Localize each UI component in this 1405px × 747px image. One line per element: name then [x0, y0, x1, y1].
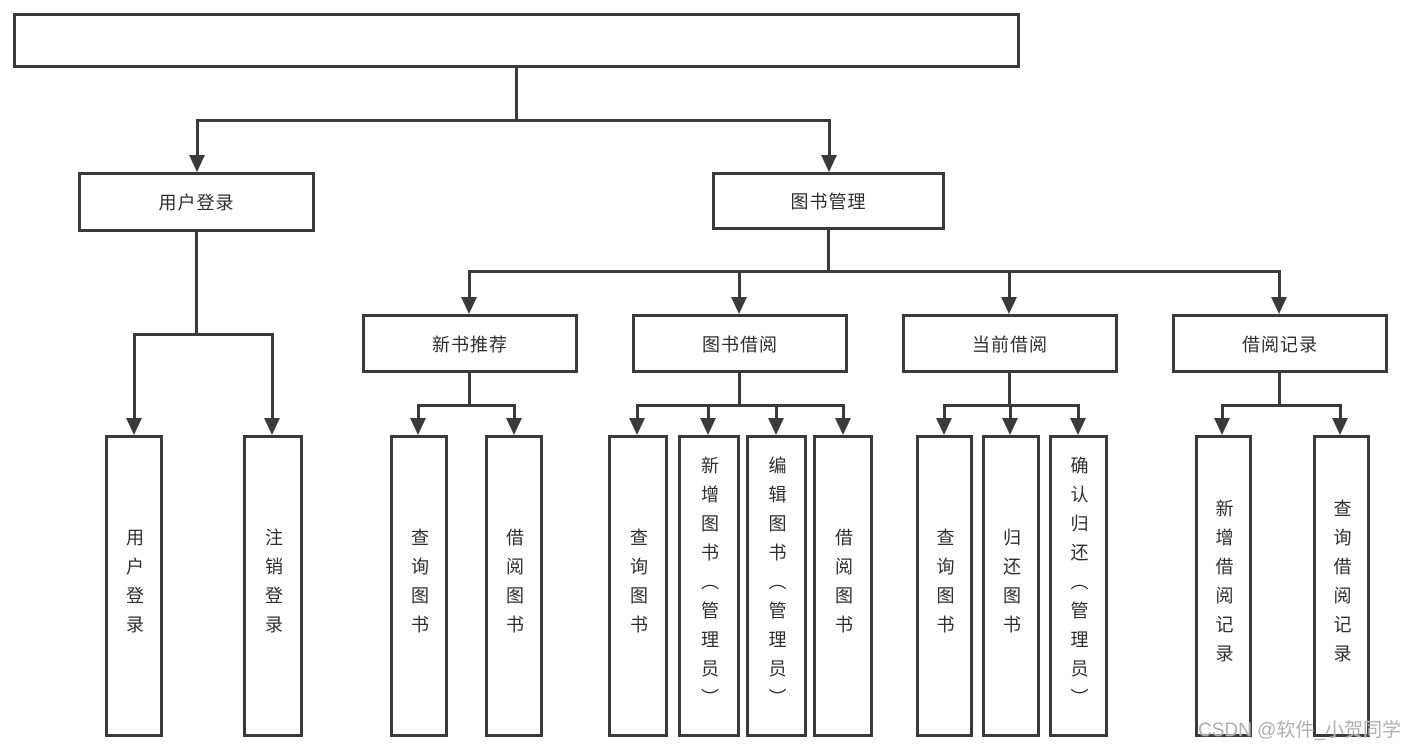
connector-line [775, 404, 778, 419]
connector-line [195, 232, 198, 336]
leaf-user-login: 用户登录 [105, 435, 163, 737]
arrow-down-icon [1214, 418, 1230, 435]
arrow-down-icon [731, 297, 747, 314]
connector-line [133, 333, 136, 419]
node-label: 注销登录 [263, 528, 283, 644]
connector-line [1221, 404, 1224, 419]
connector-line [417, 404, 420, 419]
leaf-query-books-2: 查询图书 [608, 435, 668, 737]
node-borrowing-records: 借阅记录 [1172, 314, 1388, 373]
leaf-add-books-admin: 新增图书（管理员） [678, 435, 740, 737]
connector-line [1339, 404, 1342, 419]
leaf-query-books-3: 查询图书 [916, 435, 973, 737]
connector-line [636, 404, 845, 407]
leaf-borrow-books-1: 借阅图书 [485, 435, 543, 737]
connector-line [271, 333, 274, 419]
arrow-down-icon [768, 418, 784, 435]
leaf-query-books-1: 查询图书 [390, 435, 448, 737]
node-label: 查询借阅记录 [1331, 499, 1352, 673]
node-label: 图书借阅 [702, 334, 778, 355]
node-label: 用户登录 [158, 193, 235, 213]
arrow-down-icon [821, 155, 837, 172]
node-new-book-recommendation: 新书推荐 [362, 314, 578, 373]
connector-line [196, 119, 831, 122]
node-label: 查询图书 [934, 528, 955, 644]
node-label: 确认归还（管理员） [1068, 455, 1089, 717]
connector-line [828, 119, 831, 156]
connector-line [468, 270, 471, 298]
node-user-login-branch: 用户登录 [78, 172, 315, 232]
node-label: 查询图书 [409, 528, 429, 644]
connector-line [133, 333, 274, 336]
connector-line [1009, 404, 1012, 419]
arrow-down-icon [189, 155, 205, 172]
arrow-down-icon [1001, 297, 1017, 314]
connector-line [1221, 404, 1341, 407]
arrow-down-icon [461, 297, 477, 314]
node-book-management-branch: 图书管理 [712, 172, 945, 230]
connector-line [468, 373, 471, 407]
csdn-watermark: CSDN @软件_小贺同学 [1198, 720, 1401, 741]
node-current-borrowing: 当前借阅 [902, 314, 1118, 373]
node-label: 新书推荐 [432, 334, 508, 355]
connector-line [1008, 270, 1011, 298]
arrow-down-icon [1002, 418, 1018, 435]
arrow-down-icon [629, 418, 645, 435]
arrow-down-icon [1271, 297, 1287, 314]
node-label: 借阅图书 [504, 528, 524, 644]
leaf-edit-books-admin: 编辑图书（管理员） [746, 435, 807, 737]
connector-line [707, 404, 710, 419]
connector-line [196, 119, 199, 156]
connector-line [1008, 373, 1011, 407]
connector-line [1077, 404, 1080, 419]
connector-line [636, 404, 639, 419]
connector-line [738, 373, 741, 407]
arrow-down-icon [700, 418, 716, 435]
node-label: 查询图书 [628, 528, 648, 644]
node-label: 归还图书 [1001, 528, 1021, 644]
node-label: 新增图书（管理员） [699, 455, 719, 717]
node-label: 图书管理 [790, 192, 867, 212]
arrow-down-icon [936, 418, 952, 435]
arrow-down-icon [410, 418, 426, 435]
leaf-logout: 注销登录 [243, 435, 303, 737]
leaf-confirm-return-admin: 确认归还（管理员） [1049, 435, 1108, 737]
leaf-add-borrow-record: 新增借阅记录 [1195, 435, 1252, 737]
leaf-query-borrow-record: 查询借阅记录 [1313, 435, 1370, 737]
connector-line [515, 68, 518, 121]
node-book-borrowing: 图书借阅 [632, 314, 848, 373]
node-label: 用户登录 [124, 528, 144, 644]
connector-line [513, 404, 516, 419]
node-label: 新增借阅记录 [1213, 499, 1234, 673]
connector-line [842, 404, 845, 419]
leaf-borrow-books-2: 借阅图书 [813, 435, 873, 737]
arrow-down-icon [264, 418, 280, 435]
leaf-return-books: 归还图书 [982, 435, 1040, 737]
node-label: 借阅图书 [833, 528, 853, 644]
connector-line [1278, 270, 1281, 298]
arrow-down-icon [1332, 418, 1348, 435]
connector-line [417, 404, 516, 407]
node-label: 当前借阅 [972, 334, 1048, 355]
arrow-down-icon [506, 418, 522, 435]
connector-line [1278, 373, 1281, 407]
arrow-down-icon [126, 418, 142, 435]
node-label: 借阅记录 [1242, 334, 1318, 355]
arrow-down-icon [835, 418, 851, 435]
connector-line [738, 270, 741, 298]
connector-line [943, 404, 946, 419]
node-root-library-system [13, 13, 1020, 68]
connector-line [827, 230, 830, 273]
connector-line [468, 270, 1281, 273]
arrow-down-icon [1070, 418, 1086, 435]
node-label: 编辑图书（管理员） [766, 455, 787, 717]
